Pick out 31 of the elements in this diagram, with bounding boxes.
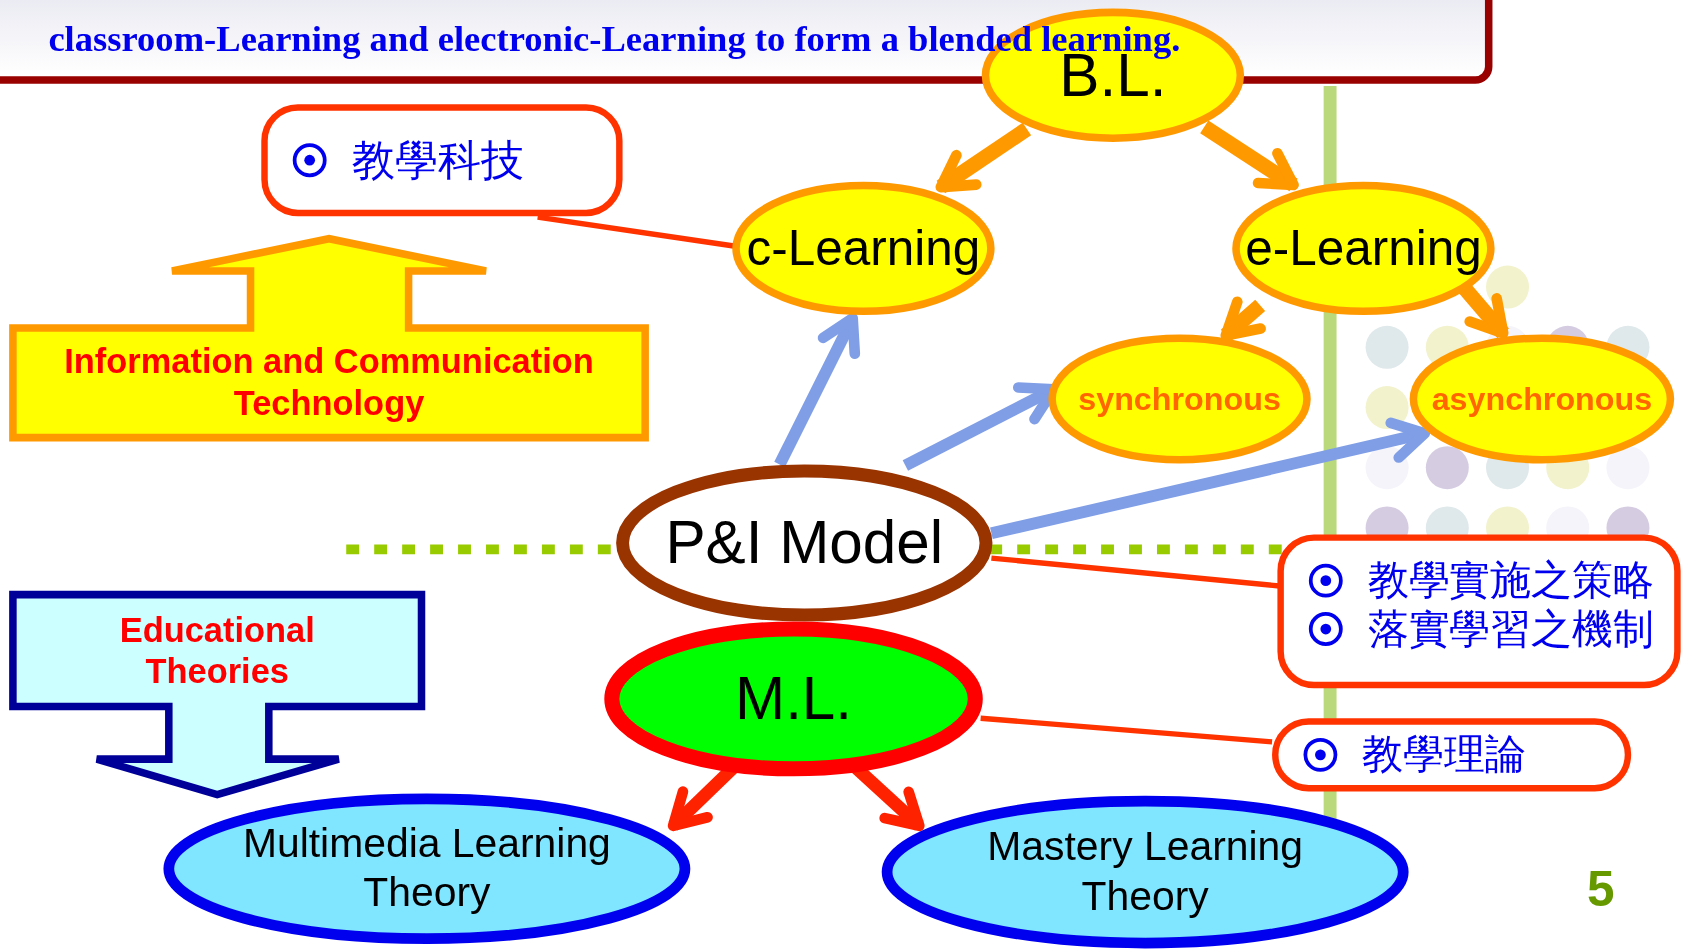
concept-ellipse bbox=[1409, 334, 1675, 464]
node-label: 教學實施之策略 bbox=[1367, 555, 1654, 605]
callout-box bbox=[261, 104, 623, 217]
concept-ellipse bbox=[604, 621, 983, 777]
arrow bbox=[1200, 120, 1299, 192]
node-label: e-Learning bbox=[1245, 218, 1482, 278]
node-label: 落實學習之機制 bbox=[1367, 604, 1654, 654]
node-label: Multimedia Learning Theory bbox=[241, 819, 612, 918]
node-label: M.L. bbox=[734, 663, 853, 735]
pointer-panel bbox=[12, 236, 646, 439]
concept-ellipse bbox=[881, 795, 1409, 949]
node-label: 教學科技 bbox=[351, 134, 524, 186]
concept-ellipse bbox=[616, 464, 993, 622]
callout-box bbox=[1277, 534, 1681, 689]
concept-ellipse bbox=[732, 181, 995, 316]
arrow bbox=[1458, 283, 1509, 339]
node-label: synchronous bbox=[1078, 379, 1281, 419]
node-label: asynchronous bbox=[1431, 379, 1653, 419]
node-label: Educational Theories bbox=[118, 609, 316, 693]
concept-ellipse bbox=[1048, 334, 1311, 464]
page-number: 5 bbox=[1587, 860, 1615, 919]
arrow bbox=[935, 122, 1032, 194]
concept-ellipse bbox=[163, 793, 691, 945]
concept-ellipse bbox=[1232, 181, 1495, 316]
node-label: c-Learning bbox=[746, 218, 981, 278]
node-label: Mastery Learning Theory bbox=[986, 823, 1304, 921]
arrow bbox=[990, 417, 1431, 540]
node-label: 教學理論 bbox=[1362, 730, 1526, 780]
arrow bbox=[1220, 296, 1266, 342]
node-label: P&I Model bbox=[665, 508, 944, 579]
node-label: Information and Communication Technology bbox=[63, 341, 595, 424]
